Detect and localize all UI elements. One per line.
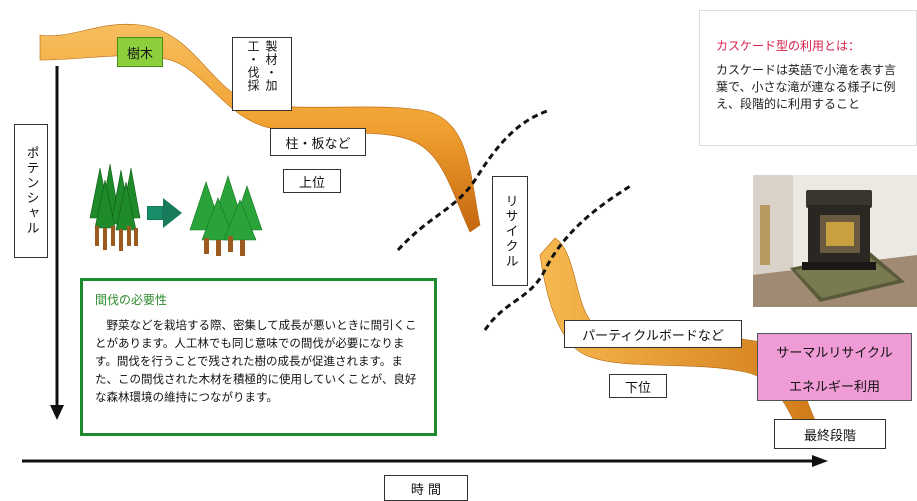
upper-rank-box: 上位 [283, 169, 341, 193]
thinning-arrow-icon [147, 198, 182, 228]
processing-stage-label: 製材・加工・伐採 [246, 40, 278, 92]
potential-axis-label-box: ポテンシャル [14, 124, 48, 258]
particleboard-stage-box: パーティクルボードなど [564, 320, 742, 348]
recycle-stage-label: リサイクル [502, 193, 518, 269]
tree-stage-label: 樹木 [126, 46, 153, 62]
particleboard-stage-label: パーティクルボードなど [582, 328, 724, 344]
potential-axis-arrowhead [50, 405, 64, 420]
recycle-curve-lower [483, 183, 633, 331]
thinning-note-box: 間伐の必要性 野菜などを栽培する際、密集して成長が悪いときに間引くことがあります… [80, 278, 437, 436]
lumber-stage-label: 柱・板など [285, 136, 351, 152]
cascade-note-box: カスケード型の利用とは： カスケードは英語で小滝を表す言葉で、小さな滝が連なる様… [699, 10, 917, 146]
thermal-recycle-box: サーマルリサイクル エネルギー利用 [757, 333, 912, 401]
lower-rank-box: 下位 [609, 374, 667, 398]
cascade-note-title: カスケード型の利用とは： [716, 39, 861, 53]
processing-stage-box: 製材・加工・伐採 [232, 37, 292, 111]
recycle-curve-upper [396, 108, 551, 252]
tree-stage-box: 樹木 [117, 37, 163, 67]
lumber-stage-box: 柱・板など [270, 128, 366, 156]
time-axis-label-box: 時 間 [384, 475, 468, 501]
final-stage-box: 最終段階 [774, 419, 886, 449]
lower-rank-label: 下位 [624, 380, 651, 396]
thermal-recycle-label: サーマルリサイクル [776, 346, 893, 361]
pellet-stove-photo [753, 175, 917, 307]
recycle-stage-box: リサイクル [492, 176, 528, 286]
energy-use-label: エネルギー利用 [788, 380, 880, 395]
thinned-forest-icon [189, 175, 263, 256]
potential-axis-label: ポテンシャル [23, 146, 39, 236]
final-stage-label: 最終段階 [803, 428, 856, 444]
thinning-note-body: 野菜などを栽培する際、密集して成長が悪いときに間引くことがあります。人工林でも同… [95, 318, 417, 404]
cascade-note-body: カスケードは英語で小滝を表す言葉で、小さな滝が連なる様子に例え、段階的に利用する… [716, 63, 897, 111]
time-axis-arrowhead [812, 455, 828, 467]
thinning-note-title: 間伐の必要性 [95, 293, 168, 307]
dense-forest-icon [89, 163, 141, 251]
upper-rank-label: 上位 [298, 175, 325, 191]
time-axis-label: 時 間 [410, 482, 442, 498]
upper-cascade-flow [39, 23, 481, 233]
